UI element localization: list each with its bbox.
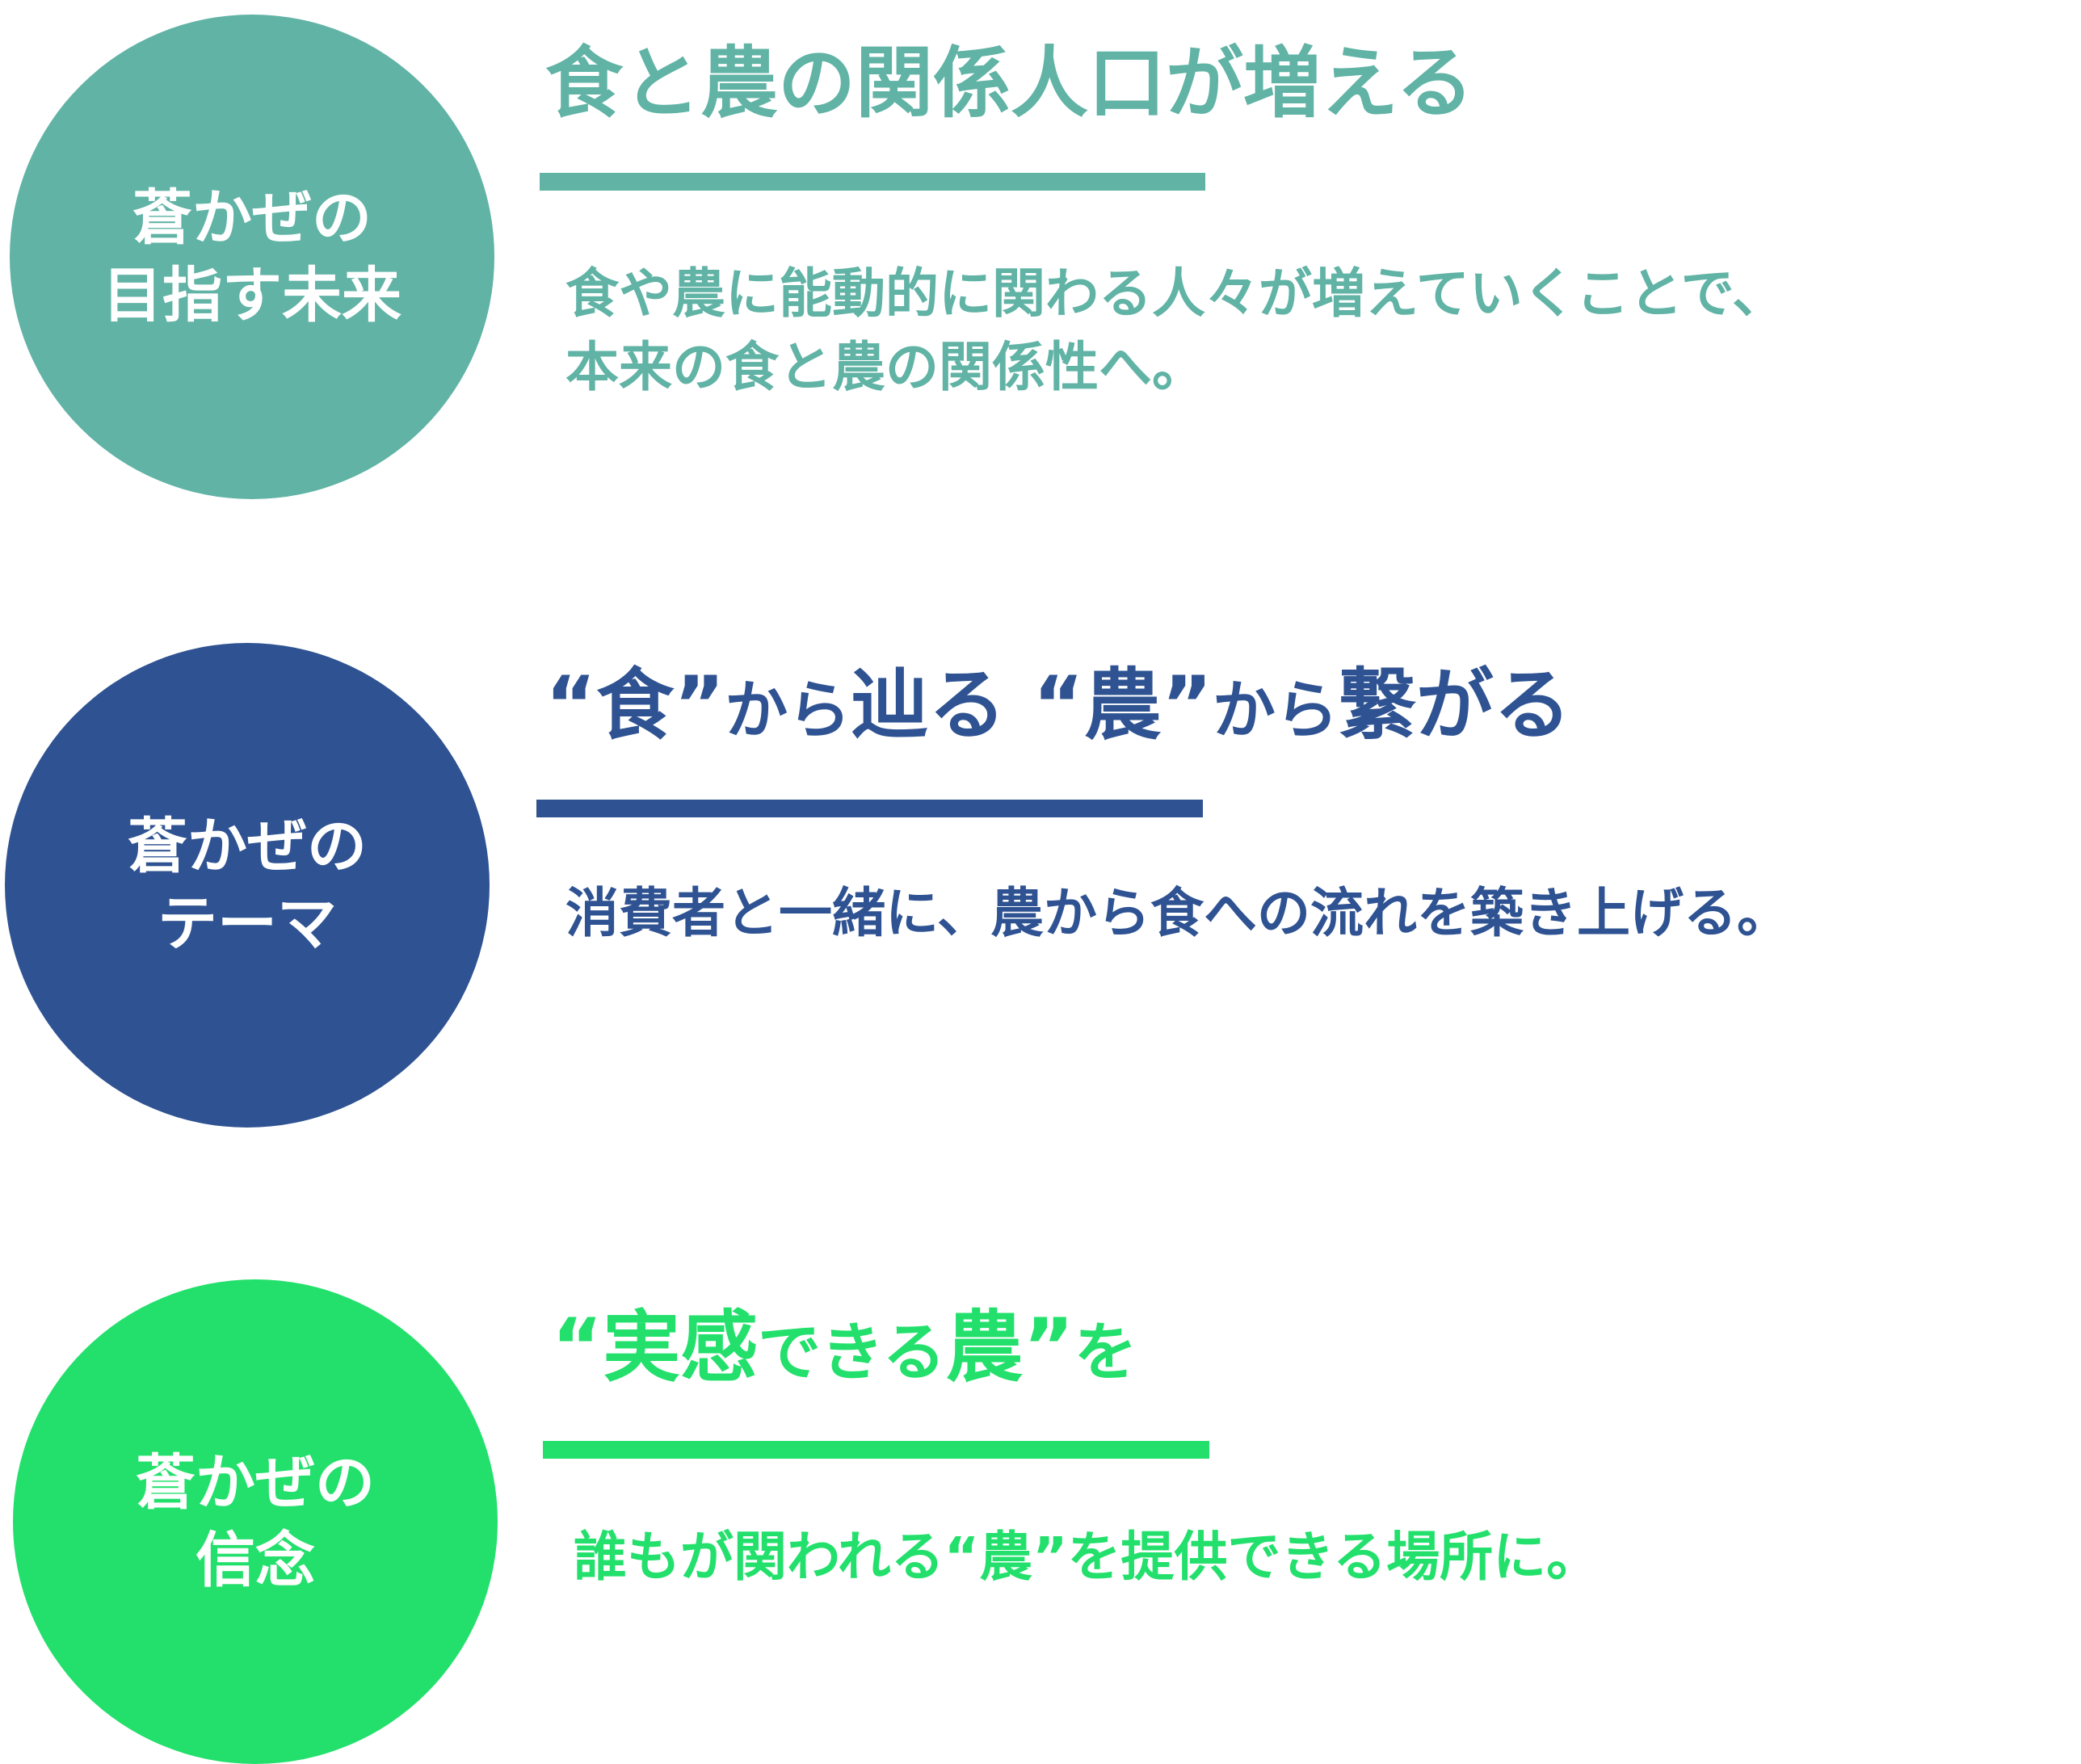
description-line2: 本来の食と農の関係性へ。 bbox=[565, 336, 1205, 399]
circle-badge-theme: 蒼かぜの テーマ bbox=[5, 643, 490, 1128]
section-theme: 蒼かぜの テーマ “食”から辿る “農”から繋がる 消費者と一緒に、農から食への… bbox=[0, 0, 2081, 1128]
circle-label-line2: 目指す未来 bbox=[103, 261, 401, 330]
heading-part: “農” bbox=[1032, 660, 1213, 750]
heading-underline bbox=[540, 173, 1205, 191]
description-line1: 食や農に能動的に関わる人々が増えていくことで、 bbox=[565, 262, 1786, 325]
circle-label-line2: テーマ bbox=[158, 889, 337, 959]
circle-badge-belief: 蒼かぜの 信念 bbox=[13, 1279, 498, 1764]
circle-label-line1: 蒼かぜの bbox=[132, 183, 372, 253]
section-future: 蒼かぜの 目指す未来 食と農の関係人口が増える 食や農に能動的に関わる人々が増え… bbox=[0, 0, 2081, 565]
heading-part: “実感 bbox=[552, 1302, 759, 1392]
section-description: 消費者と一緒に、農から食への流れを築き上げる。 bbox=[565, 876, 1790, 950]
description-line1: 誰もが関われる“農”を提供できる場所に。 bbox=[574, 1526, 1600, 1588]
heading-part: 辿る bbox=[851, 660, 1033, 750]
section-description: 誰もが関われる“農”を提供できる場所に。 bbox=[574, 1520, 1600, 1594]
heading-part: から bbox=[725, 674, 851, 747]
heading-part: 農” bbox=[945, 1302, 1074, 1392]
section-heading: 食と農の関係人口が増える bbox=[545, 38, 1474, 128]
heading-part: を bbox=[1074, 1317, 1137, 1389]
heading-underline bbox=[543, 1441, 1209, 1459]
description-line1: 消費者と一緒に、農から食への流れを築き上げる。 bbox=[565, 882, 1791, 944]
heading-part: から bbox=[1212, 674, 1339, 747]
heading-underline bbox=[536, 800, 1203, 817]
heading-part: できる bbox=[758, 1317, 946, 1389]
circle-label-line1: 蒼かぜの bbox=[128, 811, 367, 881]
circle-label-line1: 蒼かぜの bbox=[136, 1447, 375, 1518]
section-heading: “食”から辿る “農”から繋がる bbox=[545, 666, 1571, 744]
section-description: 食や農に能動的に関わる人々が増えていくことで、 本来の食と農の関係性へ。 bbox=[565, 257, 1785, 404]
circle-label-line2: 信念 bbox=[195, 1526, 315, 1595]
section-heading: “実感できる農”を bbox=[552, 1308, 1137, 1386]
heading-part: “食” bbox=[545, 660, 725, 750]
heading-part: 繋がる bbox=[1338, 660, 1571, 750]
circle-badge-future: 蒼かぜの 目指す未来 bbox=[10, 15, 494, 499]
